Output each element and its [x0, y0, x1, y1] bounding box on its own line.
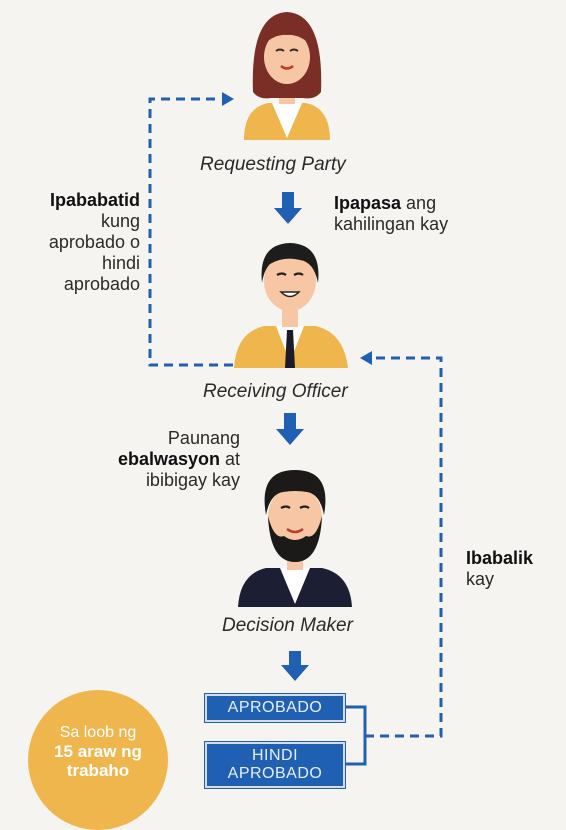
receiving-officer-caption: Receiving Officer — [203, 381, 348, 402]
down-arrow-2 — [276, 413, 304, 445]
down-arrow-1 — [274, 192, 302, 224]
decision-maker-caption: Decision Maker — [222, 615, 353, 636]
decision-maker-avatar — [238, 470, 352, 607]
return-loop-right — [365, 356, 443, 738]
return-note: Ibabalik kay — [466, 548, 534, 589]
forward-note: Ipapasa ang kahilingan kay — [334, 193, 449, 234]
receiving-officer-avatar — [234, 243, 348, 368]
timeframe-badge: Sa loob ng 15 araw ng trabaho — [28, 690, 168, 830]
notify-note: Ipababatid kung aprobado o hindi aprobad… — [48, 190, 140, 294]
outcome-bracket — [343, 705, 367, 766]
requesting-party-caption: Requesting Party — [200, 154, 346, 175]
arrowhead-to-requesting — [222, 92, 234, 106]
down-arrow-3 — [281, 651, 309, 681]
feedback-loop-left — [148, 97, 233, 367]
requesting-party-avatar — [244, 12, 330, 140]
arrowhead-to-receiving — [360, 351, 372, 365]
approved-box: APROBADO — [205, 694, 345, 722]
evaluation-note: Paunang ebalwasyon at ibibigay kay — [117, 428, 240, 490]
flow-diagram — [148, 12, 443, 766]
not-approved-box: HINDI APROBADO — [205, 742, 345, 788]
